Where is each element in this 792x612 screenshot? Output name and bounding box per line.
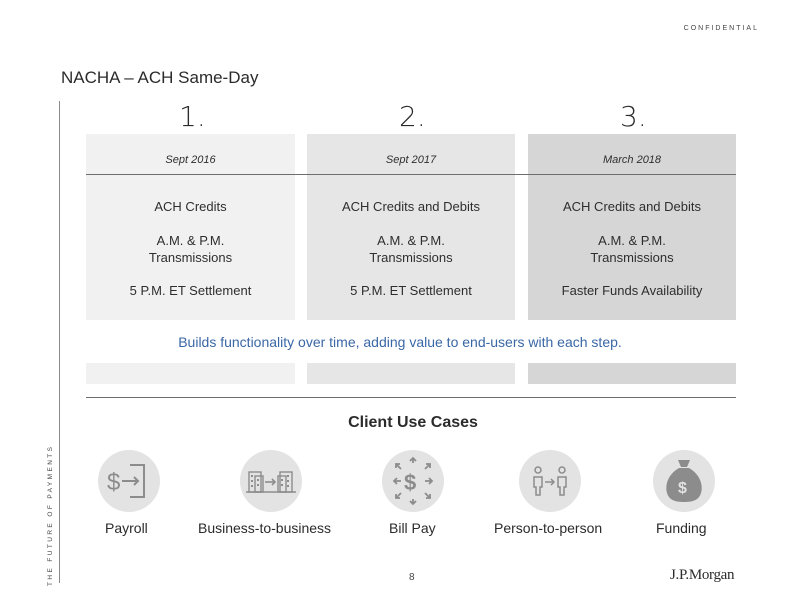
- phase-3-settlement: Faster Funds Availability: [561, 283, 703, 298]
- phase-2-column: [307, 134, 515, 320]
- buildings-icon: [240, 450, 302, 512]
- use-case-b2b: Business-to-business: [198, 520, 332, 536]
- people-transfer-icon: [519, 450, 581, 512]
- phase-3-transmissions: A.M. & P.M. Transmissions: [528, 232, 736, 266]
- dollar-arrows-icon: $: [382, 450, 444, 512]
- phase-2-transmissions-line1: A.M. & P.M.: [377, 233, 445, 248]
- phase-3-number: 3.: [620, 100, 647, 133]
- phase-1-date: Sept 2016: [165, 154, 216, 166]
- phase-1-credits: ACH Credits: [154, 199, 227, 214]
- phase-1-column: [86, 134, 295, 320]
- confidential-label: CONFIDENTIAL: [683, 25, 759, 32]
- phase-3-transmissions-line2: Transmissions: [590, 250, 674, 265]
- svg-text:$: $: [678, 480, 687, 497]
- phase-1-transmissions-line1: A.M. & P.M.: [156, 233, 225, 248]
- phase-3-credits: ACH Credits and Debits: [563, 199, 701, 214]
- phase-2-credits: ACH Credits and Debits: [342, 199, 480, 214]
- phase-1-settlement: 5 P.M. ET Settlement: [129, 283, 252, 298]
- svg-text:$: $: [107, 469, 120, 496]
- use-case-payroll: Payroll: [105, 520, 148, 536]
- use-cases-title: Client Use Cases: [348, 414, 478, 431]
- payroll-icon: $: [98, 450, 160, 512]
- phase-2-band: [307, 363, 515, 384]
- phase-2-settlement: 5 P.M. ET Settlement: [350, 283, 472, 298]
- page-number: 8: [409, 572, 415, 583]
- phase-2-transmissions-line2: Transmissions: [369, 250, 453, 265]
- phase-2-transmissions: A.M. & P.M. Transmissions: [307, 232, 515, 266]
- phase-3-date: March 2018: [602, 154, 662, 166]
- phase-3-transmissions-line1: A.M. & P.M.: [598, 233, 666, 248]
- phase-1-transmissions-line2: Transmissions: [148, 250, 233, 265]
- money-bag-icon: $: [653, 450, 715, 512]
- jpmorgan-logo: J.P.Morgan: [670, 567, 735, 583]
- svg-text:$: $: [404, 470, 416, 495]
- phase-2-number: 2.: [399, 100, 426, 133]
- phase-1-number: 1.: [179, 100, 206, 133]
- slide-title: NACHA – ACH Same-Day: [61, 68, 259, 87]
- phase-3-band: [528, 363, 736, 384]
- section-rule: [86, 397, 736, 398]
- phase-1-transmissions: A.M. & P.M. Transmissions: [86, 232, 295, 266]
- tagline: Builds functionality over time, adding v…: [178, 334, 622, 350]
- phase-1-band: [86, 363, 295, 384]
- phase-2-date: Sept 2017: [385, 154, 437, 166]
- side-rule: [59, 101, 60, 583]
- use-case-bill-pay: Bill Pay: [389, 520, 436, 536]
- header-rule: [86, 174, 736, 175]
- phase-3-column: [528, 134, 736, 320]
- use-case-p2p: Person-to-person: [494, 520, 603, 536]
- side-tag: THE FUTURE OF PAYMENTS: [47, 444, 54, 586]
- use-case-funding: Funding: [656, 520, 707, 536]
